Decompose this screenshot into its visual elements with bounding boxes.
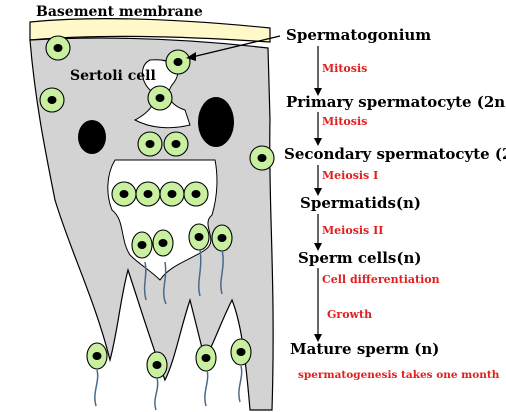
stage-secondary-spermatocyte: Secondary spermatocyte (2n) <box>284 145 506 163</box>
cell-nucleus <box>167 190 177 198</box>
mature-sperm-cell <box>146 351 168 379</box>
cell-nucleus <box>194 233 204 241</box>
cell-nucleus <box>155 94 165 102</box>
sperm-cell-cell <box>131 231 153 259</box>
secondary-spermatocyte-cell <box>137 131 163 157</box>
stage-primary-spermatocyte: Primary spermatocyte (2n) <box>286 93 506 111</box>
spermatogonium-cell <box>39 87 65 113</box>
spermatid-cell <box>183 181 209 207</box>
stage-spermatogonium: Spermatogonium <box>286 26 431 44</box>
stage-mature-sperm: Mature sperm (n) <box>290 340 439 358</box>
cell-nucleus <box>191 190 201 198</box>
sertoli-nucleus-2 <box>198 97 234 147</box>
mature-sperm-cell <box>230 338 252 366</box>
footnote: spermatogenesis takes one month <box>298 369 500 381</box>
primary-spermatocyte-cell <box>147 85 173 111</box>
cell-nucleus <box>217 234 227 242</box>
pointer-arrow <box>187 35 281 59</box>
flow-arrowheads <box>314 88 322 342</box>
sperm-cell-cell <box>211 224 233 252</box>
stage-spermatids: Spermatids(n) <box>300 194 421 212</box>
process-growth: Growth <box>327 308 372 321</box>
basement-membrane-label: Basement membrane <box>36 4 203 20</box>
cell-nucleus <box>158 239 168 247</box>
sertoli-cell-label: Sertoli cell <box>70 68 156 84</box>
mature-sperm-cell <box>86 342 108 370</box>
spermatid-cell <box>111 181 137 207</box>
stage-sperm-cells: Sperm cells(n) <box>298 249 421 267</box>
process-mitosis-2: Mitosis <box>322 115 367 128</box>
pointer-arrowhead <box>186 52 196 61</box>
cell-nucleus <box>143 190 153 198</box>
cell-nucleus <box>236 348 246 356</box>
process-mitosis-1: Mitosis <box>322 62 367 75</box>
cell-nucleus <box>145 140 155 148</box>
cell-nucleus <box>53 44 63 52</box>
cell-nucleus <box>47 96 57 104</box>
process-meiosis-1: Meiosis I <box>322 169 378 182</box>
spermatogonium-cell <box>249 145 275 171</box>
spermatid-cell <box>135 181 161 207</box>
process-cell-differentiation: Cell differentiation <box>322 273 440 286</box>
process-meiosis-2: Meiosis II <box>322 224 383 237</box>
mature-sperm-cell <box>195 344 217 372</box>
sperm-cell-cell <box>152 229 174 257</box>
sertoli-nucleus-1 <box>78 120 106 154</box>
cell-nucleus <box>152 361 162 369</box>
spermatogonium-cell <box>165 49 191 75</box>
germ-cells <box>39 35 275 379</box>
cell-nucleus <box>137 241 147 249</box>
cell-nucleus <box>201 354 211 362</box>
cell-nucleus <box>173 58 183 66</box>
spermatid-cell <box>159 181 185 207</box>
cell-nucleus <box>171 140 181 148</box>
cell-nucleus <box>119 190 129 198</box>
spermatogonium-cell <box>45 35 71 61</box>
cell-nucleus <box>92 352 102 360</box>
cell-nucleus <box>257 154 267 162</box>
basement-membrane <box>29 18 271 43</box>
secondary-spermatocyte-cell <box>163 131 189 157</box>
sperm-tails <box>94 249 243 411</box>
sperm-cell-cell <box>188 223 210 251</box>
